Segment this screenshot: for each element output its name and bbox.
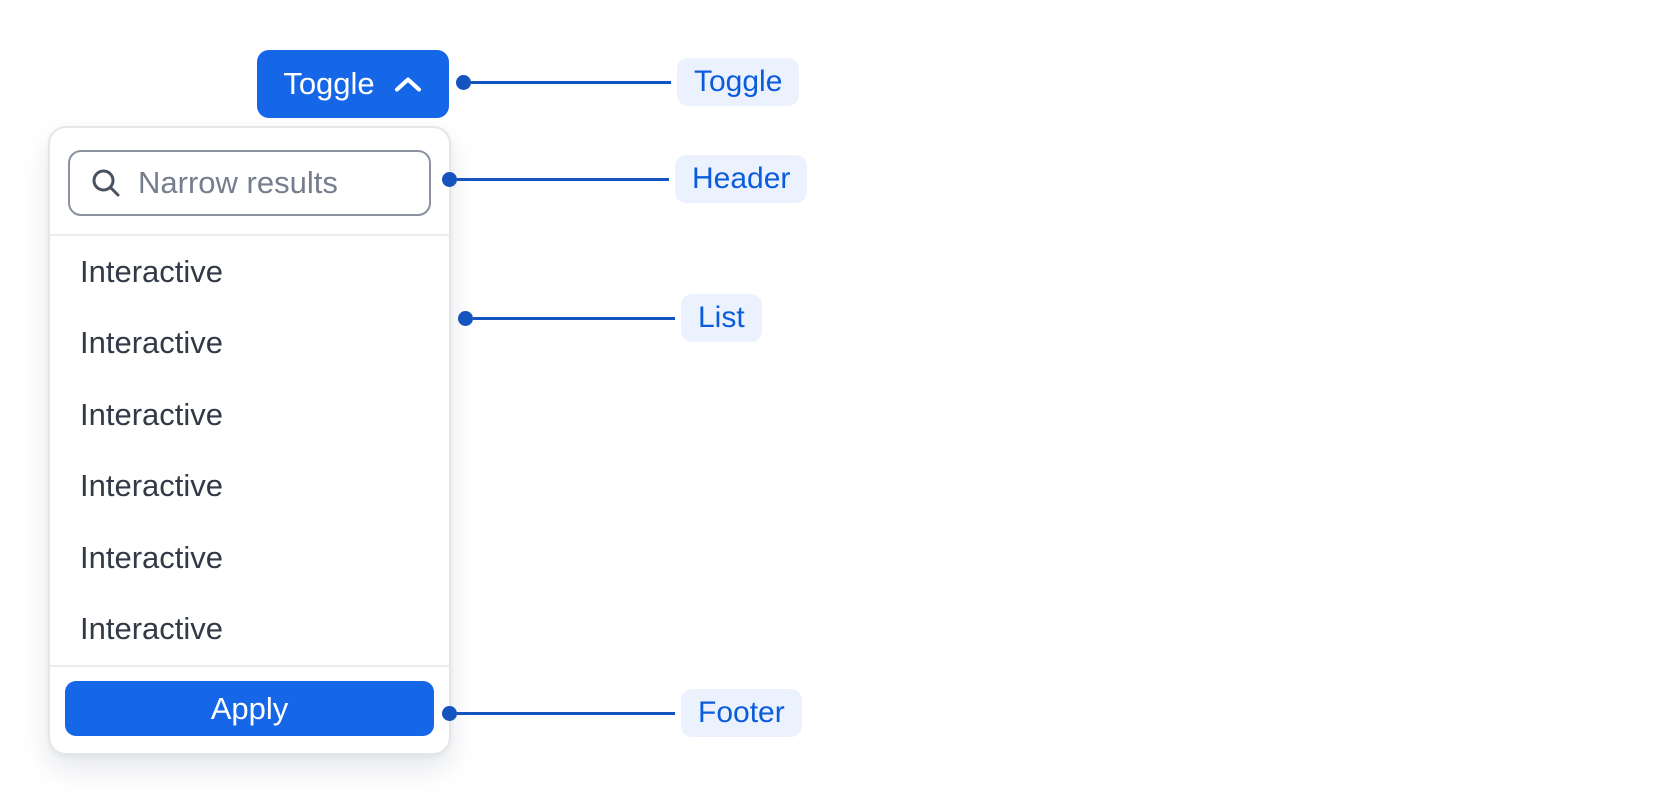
dropdown-header [50,128,449,236]
annotation-header: Header [442,155,808,203]
annotation-line [457,177,669,181]
toggle-button-label: Toggle [283,66,375,101]
list-item[interactable]: Interactive [80,468,224,504]
search-icon [90,167,138,199]
annotation-label-footer: Footer [681,689,802,737]
annotation-dot [456,74,471,90]
annotation-line [473,316,675,320]
list-item[interactable]: Interactive [80,396,224,432]
annotation-line [471,80,671,84]
list-item[interactable]: Interactive [80,539,224,575]
search-input[interactable] [138,165,409,201]
toggle-button[interactable]: Toggle [257,50,449,118]
annotation-dot [458,310,473,326]
list-item[interactable]: Interactive [80,325,224,361]
annotation-line [457,711,675,715]
search-box[interactable] [68,150,431,216]
annotation-toggle: Toggle [456,58,800,106]
annotation-footer: Footer [442,689,802,737]
annotation-label-header: Header [675,155,808,203]
apply-button[interactable]: Apply [65,681,434,736]
annotation-label-toggle: Toggle [677,58,800,106]
annotation-label-list: List [681,294,762,342]
list-item[interactable]: Interactive [80,253,224,289]
annotation-list: List [458,294,762,342]
dropdown-panel: InteractiveInteractiveInteractiveInterac… [48,126,451,755]
dropdown-footer: Apply [50,665,449,753]
list-item[interactable]: Interactive [80,611,224,647]
chevron-up-icon [393,75,423,94]
